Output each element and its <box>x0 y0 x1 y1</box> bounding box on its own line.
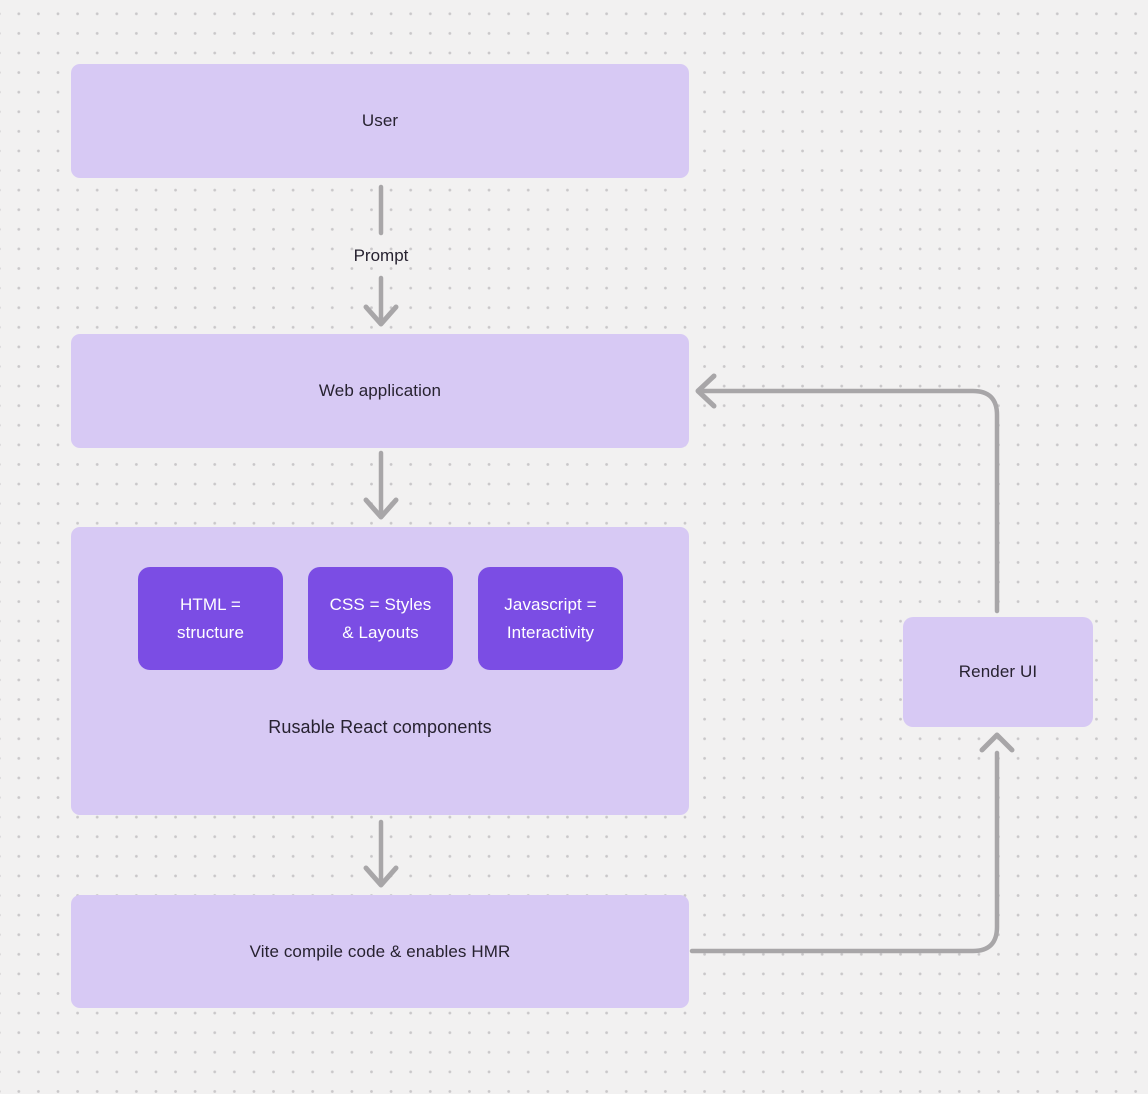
node-vite-label: Vite compile code & enables HMR <box>249 941 511 961</box>
card-css-line2: & Layouts <box>342 622 419 642</box>
node-web-application[interactable]: Web application <box>71 334 689 448</box>
components-group-caption: Rusable React components <box>268 717 492 737</box>
card-css[interactable]: CSS = Styles & Layouts <box>308 567 453 670</box>
arrowhead-down-vite-icon <box>363 865 399 888</box>
node-user-label: User <box>361 111 399 130</box>
card-javascript-line2: Interactivity <box>506 622 595 642</box>
arrowhead-left-webapp-icon <box>695 373 717 409</box>
node-components-group[interactable]: HTML = structure CSS = Styles & Layouts … <box>71 527 689 815</box>
card-html[interactable]: HTML = structure <box>138 567 283 670</box>
edge-renderui-to-webapp-line <box>700 388 1000 614</box>
card-html-line1: HTML = <box>180 594 241 614</box>
card-css-line1: CSS = Styles <box>329 594 432 614</box>
edge-vite-to-renderui-line <box>689 750 1000 954</box>
node-render-ui[interactable]: Render UI <box>903 617 1093 727</box>
arrowhead-down-group-icon <box>363 497 399 520</box>
card-javascript[interactable]: Javascript = Interactivity <box>478 567 623 670</box>
card-html-line2: structure <box>176 622 245 642</box>
arrowhead-up-renderui-icon <box>979 732 1015 753</box>
edge-label-prompt: Prompt <box>353 246 409 265</box>
card-javascript-line1: Javascript = <box>504 594 597 614</box>
node-web-application-label: Web application <box>318 381 442 400</box>
node-user[interactable]: User <box>71 64 689 178</box>
node-vite[interactable]: Vite compile code & enables HMR <box>71 895 689 1008</box>
node-render-ui-label: Render UI <box>958 662 1038 681</box>
arrowhead-down-webapp-icon <box>363 304 399 327</box>
